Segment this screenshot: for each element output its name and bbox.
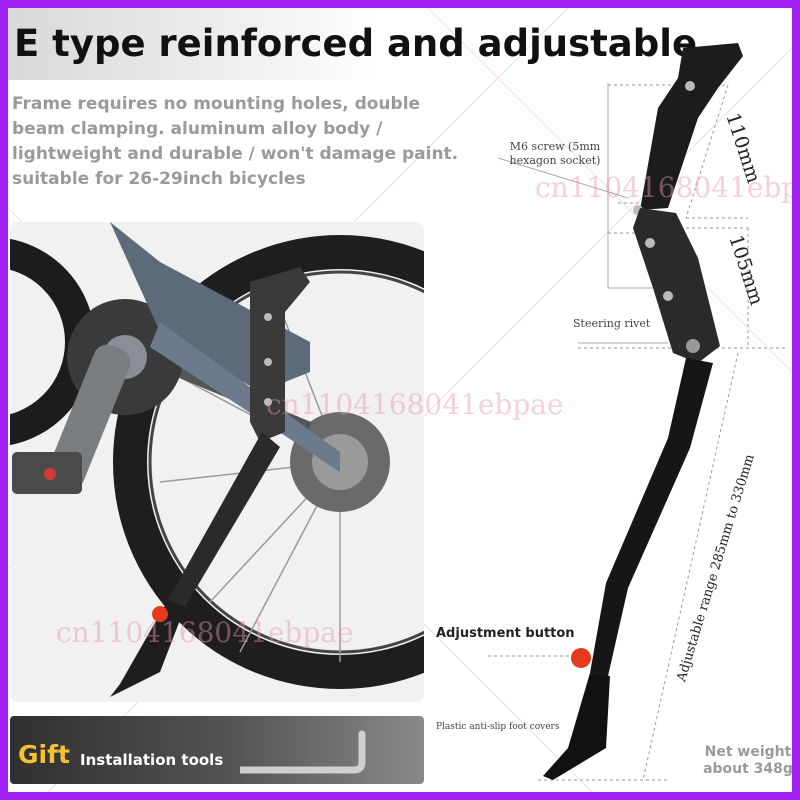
upper-bracket [640,43,743,210]
middle-plate [633,208,720,363]
rear-tire [113,235,424,689]
hex-key-icon [240,730,366,774]
label-foot-covers: Plastic anti-slip foot covers [436,722,560,732]
stand-plate [250,267,310,442]
net-weight: Net weight about 348g [698,744,793,778]
gift-label: Gift [18,740,70,769]
gift-bar: Gift Installation tools [10,716,424,784]
gift-item-label: Installation tools [80,751,224,769]
product-description: Frame requires no mounting holes, double… [12,94,459,189]
photo-adjust-button [152,606,168,622]
label-m6-screw: M6 screw (5mm hexagon socket) [509,140,601,167]
installation-photo [10,222,424,702]
net-weight-line2: about 348g [703,761,793,777]
title-band [8,8,378,80]
page-title: E type reinforced and adjustable [14,22,698,65]
net-weight-line1: Net weight [704,744,792,760]
label-adjustment-button: Adjustment button [436,626,575,641]
kickstand-leg [168,432,280,607]
label-steering-rivet: Steering rivet [573,317,651,330]
adjustment-button-icon [571,648,591,668]
kickstand-diagram [488,43,788,781]
lower-leg [590,358,713,676]
